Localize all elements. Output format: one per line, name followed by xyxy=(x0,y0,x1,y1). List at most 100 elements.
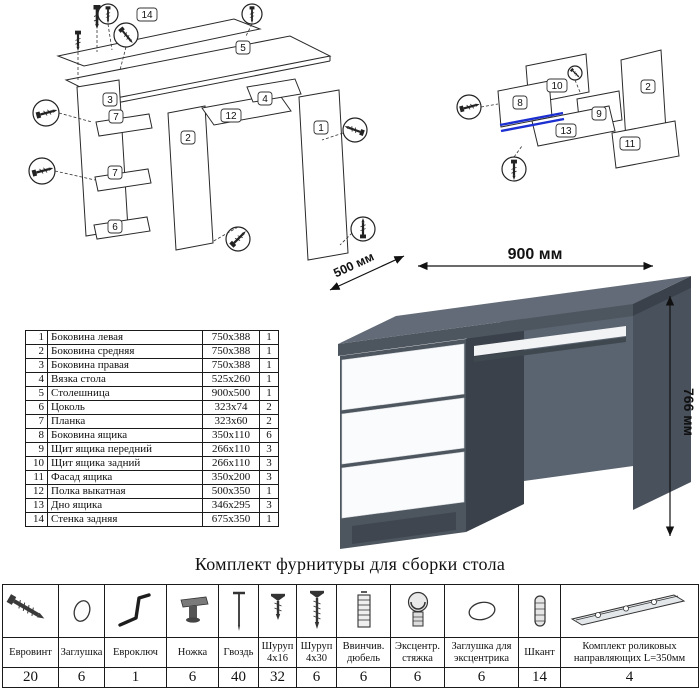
parts-cell-name: Полка выкатная xyxy=(47,484,203,499)
part-label-8: 8 xyxy=(512,95,528,110)
parts-cell-qty: 1 xyxy=(259,358,279,373)
exploded-desk-diagram: 14 5 3 7 2 12 4 1 7 6 xyxy=(28,3,376,261)
desk-middle-panel xyxy=(466,311,524,532)
drawer-front-1 xyxy=(341,343,465,411)
part-label-6: 6 xyxy=(107,219,123,234)
part-label-7a: 7 xyxy=(108,109,124,124)
part-label-14: 14 xyxy=(136,7,158,22)
drawer-front-2 xyxy=(341,397,465,465)
desk-right-panel xyxy=(633,288,691,510)
svg-text:3: 3 xyxy=(107,95,113,106)
part-14-back-wall xyxy=(56,18,262,67)
parts-cell-num: 11 xyxy=(25,470,48,485)
parts-cell-num: 13 xyxy=(25,498,48,513)
parts-cell-name: Дно ящика xyxy=(47,498,203,513)
parts-cell-qty: 3 xyxy=(259,456,279,471)
hw-label: Ножка xyxy=(166,637,219,668)
parts-cell-qty: 3 xyxy=(259,498,279,513)
keyboard-shelf xyxy=(474,326,626,356)
svg-text:7: 7 xyxy=(112,168,118,179)
svg-text:4: 4 xyxy=(262,94,268,105)
screw-callout xyxy=(241,3,263,25)
svg-text:2: 2 xyxy=(185,133,191,144)
dimension-width: 900 мм xyxy=(418,246,653,271)
parts-cell-name: Боковина ящика xyxy=(47,428,203,443)
hardware-icons-row xyxy=(2,584,699,638)
cap-icon xyxy=(58,584,105,638)
hw-qty: 20 xyxy=(2,667,59,688)
hw-qty: 6 xyxy=(296,667,337,688)
parts-cell-size: 750x388 xyxy=(202,358,260,373)
svg-text:11: 11 xyxy=(625,139,636,150)
part-label-3: 3 xyxy=(102,92,118,107)
parts-cell-qty: 1 xyxy=(259,512,279,527)
screw-short-icon xyxy=(258,584,297,638)
desktop-right-edge xyxy=(633,276,691,316)
parts-cell-qty: 1 xyxy=(259,330,279,345)
hardware-labels-row: Евровинт Заглушка Евроключ Ножка Гвоздь … xyxy=(2,637,699,668)
hw-label: Евроключ xyxy=(104,637,167,668)
dowel-screw-icon xyxy=(336,584,391,638)
parts-cell-num: 1 xyxy=(25,330,48,345)
screw-glyph xyxy=(73,29,83,53)
part-7-plank-bottom xyxy=(94,168,152,192)
hw-label: Заглушка xyxy=(58,637,105,668)
part-2-middle-panel xyxy=(167,105,214,251)
parts-cell-size: 350x110 xyxy=(202,428,260,443)
screw-callout xyxy=(342,117,368,143)
hardware-kit-title: Комплект фурнитуры для сборки стола xyxy=(194,554,506,574)
hw-qty: 6 xyxy=(444,667,519,688)
part-label-1: 1 xyxy=(313,120,329,135)
hw-qty: 14 xyxy=(518,667,561,688)
dimension-height: 766 мм xyxy=(665,296,697,536)
hw-label: Ввинчив. дюбель xyxy=(336,637,391,668)
hw-label: Шуруп 4x16 xyxy=(258,637,297,668)
part-3-side-panel xyxy=(76,79,129,237)
roller-guide-rails xyxy=(499,111,565,133)
keyboard-shelf-rail xyxy=(474,337,626,362)
part-label-10: 10 xyxy=(546,78,568,93)
drawer-unit-plinth xyxy=(352,512,456,544)
hw-qty: 32 xyxy=(258,667,297,688)
parts-cell-name: Щит ящика задний xyxy=(47,456,203,471)
euroscrew-icon xyxy=(2,584,59,638)
parts-cell-num: 6 xyxy=(25,400,48,415)
parts-cell-num: 3 xyxy=(25,358,48,373)
part-label-13: 13 xyxy=(555,123,577,138)
svg-text:5: 5 xyxy=(240,43,246,54)
parts-cell-name: Щит ящика передний xyxy=(47,442,203,457)
hardware-table: Евровинт Заглушка Евроключ Ножка Гвоздь … xyxy=(2,584,699,688)
parts-cell-size: 525x260 xyxy=(202,372,260,387)
screw-callout xyxy=(567,65,583,81)
screw-callout xyxy=(501,156,527,182)
part-label-2: 2 xyxy=(180,130,196,145)
shkant-icon xyxy=(518,584,561,638)
svg-text:13: 13 xyxy=(560,126,572,137)
parts-cell-qty: 6 xyxy=(259,428,279,443)
parts-cell-qty: 3 xyxy=(259,442,279,457)
hw-qty: 6 xyxy=(58,667,105,688)
parts-cell-size: 323x60 xyxy=(202,414,260,429)
screw-callout xyxy=(225,226,251,252)
parts-cell-size: 500x350 xyxy=(202,484,260,499)
svg-text:9: 9 xyxy=(596,109,602,120)
part-7-plank-top xyxy=(95,113,153,137)
parts-cell-name: Столешница xyxy=(47,386,203,401)
parts-cell-qty: 1 xyxy=(259,344,279,359)
svg-text:900 мм: 900 мм xyxy=(508,246,563,263)
screw-callout xyxy=(32,99,60,127)
screw-callout xyxy=(456,94,482,120)
part-4-rail xyxy=(246,78,302,103)
parts-cell-qty: 1 xyxy=(259,372,279,387)
parts-cell-size: 346x295 xyxy=(202,498,260,513)
parts-cell-qty: 3 xyxy=(259,470,279,485)
parts-cell-name: Боковина правая xyxy=(47,358,203,373)
